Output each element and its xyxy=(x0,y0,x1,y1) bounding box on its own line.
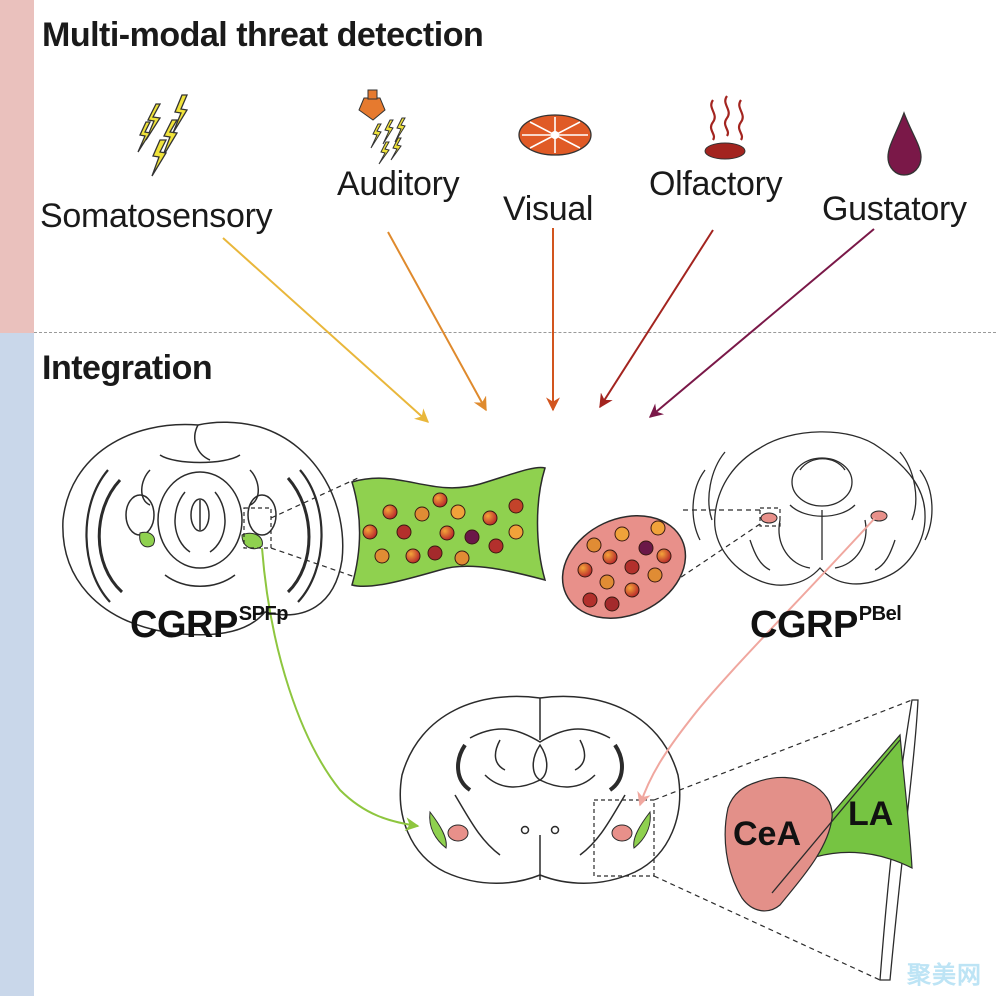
la-label: LA xyxy=(848,795,893,833)
pbel-enlargement xyxy=(561,515,687,619)
cgrp-pbel-base: CGRP xyxy=(750,604,858,646)
section-divider xyxy=(34,332,996,333)
label-gustatory: Gustatory xyxy=(822,190,967,228)
cea-right-region xyxy=(611,824,633,842)
lightning-bolts-icon xyxy=(137,94,189,177)
label-olfactory: Olfactory xyxy=(649,165,783,203)
somatosensory-arrow xyxy=(222,237,430,423)
amygdala-zoom-line-top xyxy=(653,699,913,801)
pbel-left-nucleus xyxy=(760,512,778,524)
pbel-projection-arrow xyxy=(637,517,876,807)
label-somatosensory: Somatosensory xyxy=(40,197,273,235)
spfp-zoom-line-top xyxy=(270,477,359,519)
section-bar-detection xyxy=(0,0,34,333)
cgrp-pbel-label: CGRPPBel xyxy=(750,603,902,647)
section-title-detection: Multi-modal threat detection xyxy=(42,16,484,54)
cgrp-spfp-label: CGRPSPFp xyxy=(130,603,288,647)
cea-left-region xyxy=(447,824,469,842)
spfp-zoom-box xyxy=(243,507,272,549)
taste-drop-icon xyxy=(887,111,922,176)
cgrp-spfp-sup: SPFp xyxy=(238,603,289,625)
auditory-arrow xyxy=(387,231,487,412)
spfp-right-nucleus xyxy=(241,532,263,550)
right-brain-section xyxy=(692,431,933,586)
spfp-left-nucleus xyxy=(139,531,155,548)
cgrp-pbel-sup: PBel xyxy=(858,603,902,625)
watermark: 聚美网 xyxy=(907,961,982,989)
eye-icon xyxy=(518,114,592,156)
section-title-integration: Integration xyxy=(42,349,213,387)
label-auditory: Auditory xyxy=(337,165,460,203)
cgrp-spfp-base: CGRP xyxy=(130,604,238,646)
cea-label: CeA xyxy=(733,815,801,853)
forebrain-section xyxy=(399,695,681,884)
label-visual: Visual xyxy=(503,190,594,228)
speaker-sound-icon xyxy=(358,89,406,165)
amygdala-enlargement: CeA LA xyxy=(724,699,919,981)
left-brain-section xyxy=(62,421,344,636)
spfp-neuron-cells xyxy=(362,492,524,566)
la-left-region xyxy=(429,810,447,849)
spfp-zoom-line-bottom xyxy=(270,547,359,579)
pbel-neuron-cells xyxy=(577,520,672,612)
olfactory-arrow xyxy=(599,229,714,409)
spfp-projection-arrow xyxy=(261,547,420,832)
gustatory-arrow xyxy=(648,228,875,418)
la-right-region xyxy=(633,810,651,849)
amygdala-zoom-line-bottom xyxy=(653,875,881,981)
section-bar-integration xyxy=(0,333,34,996)
pbel-zoom-box xyxy=(759,507,781,527)
amygdala-zoom-box xyxy=(593,799,655,877)
odor-waves-icon xyxy=(704,95,746,160)
pbel-zoom-line-bottom xyxy=(664,523,761,589)
